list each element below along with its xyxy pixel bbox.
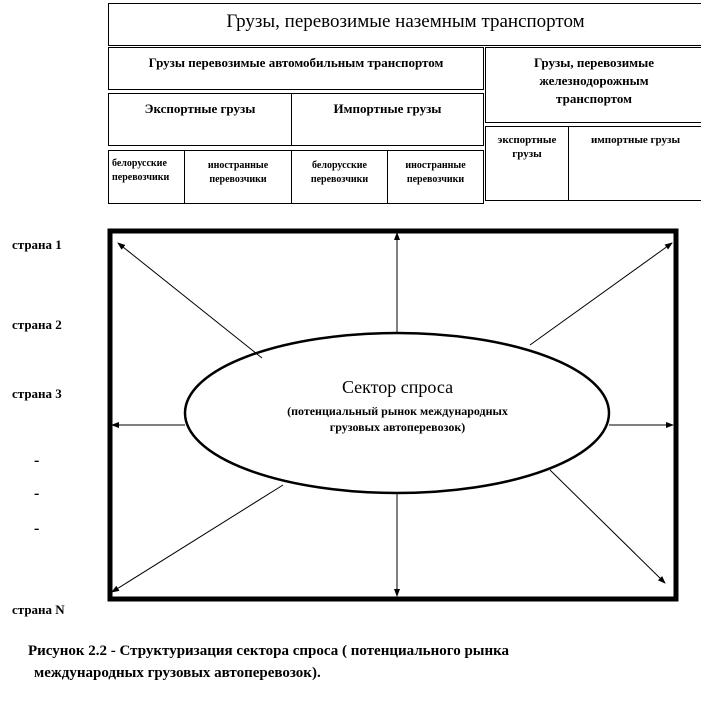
country-label: страна N [12,602,65,617]
market-frame [107,228,679,602]
ellipsis-dot: - [34,520,40,537]
country-label: страна 1 [12,237,62,252]
country-label: страна 3 [12,386,62,401]
caption-line: международных грузовых автоперевозок). [34,665,321,681]
rail-box: Грузы, перевозимые железнодорожным транс… [485,47,701,123]
figure-caption: Рисунок 2.2 - Структуризация сектора спр… [28,640,509,684]
auto-import-box: Импортные грузы [291,93,484,146]
auto-box: Грузы перевозимые автомобильным транспор… [108,47,484,90]
arrow [111,484,284,593]
carrier-box: иностранные перевозчики [387,150,484,204]
caption-line: Рисунок 2.2 - Структуризация сектора спр… [28,643,510,659]
ellipse-subtitle: (потенциальный рынок международных грузо… [287,404,508,434]
ellipsis-dot: - [34,452,40,469]
ellipse-title: Сектор спроса [341,377,454,397]
arrow [117,242,263,359]
arrow [549,469,666,584]
ellipsis-dot: - [34,485,40,502]
country-label: страна 2 [12,317,62,332]
arrow [529,242,673,346]
rail-import-box: импортные грузы [568,126,701,201]
top-box: Грузы, перевозимые наземным транспортом [108,3,701,46]
